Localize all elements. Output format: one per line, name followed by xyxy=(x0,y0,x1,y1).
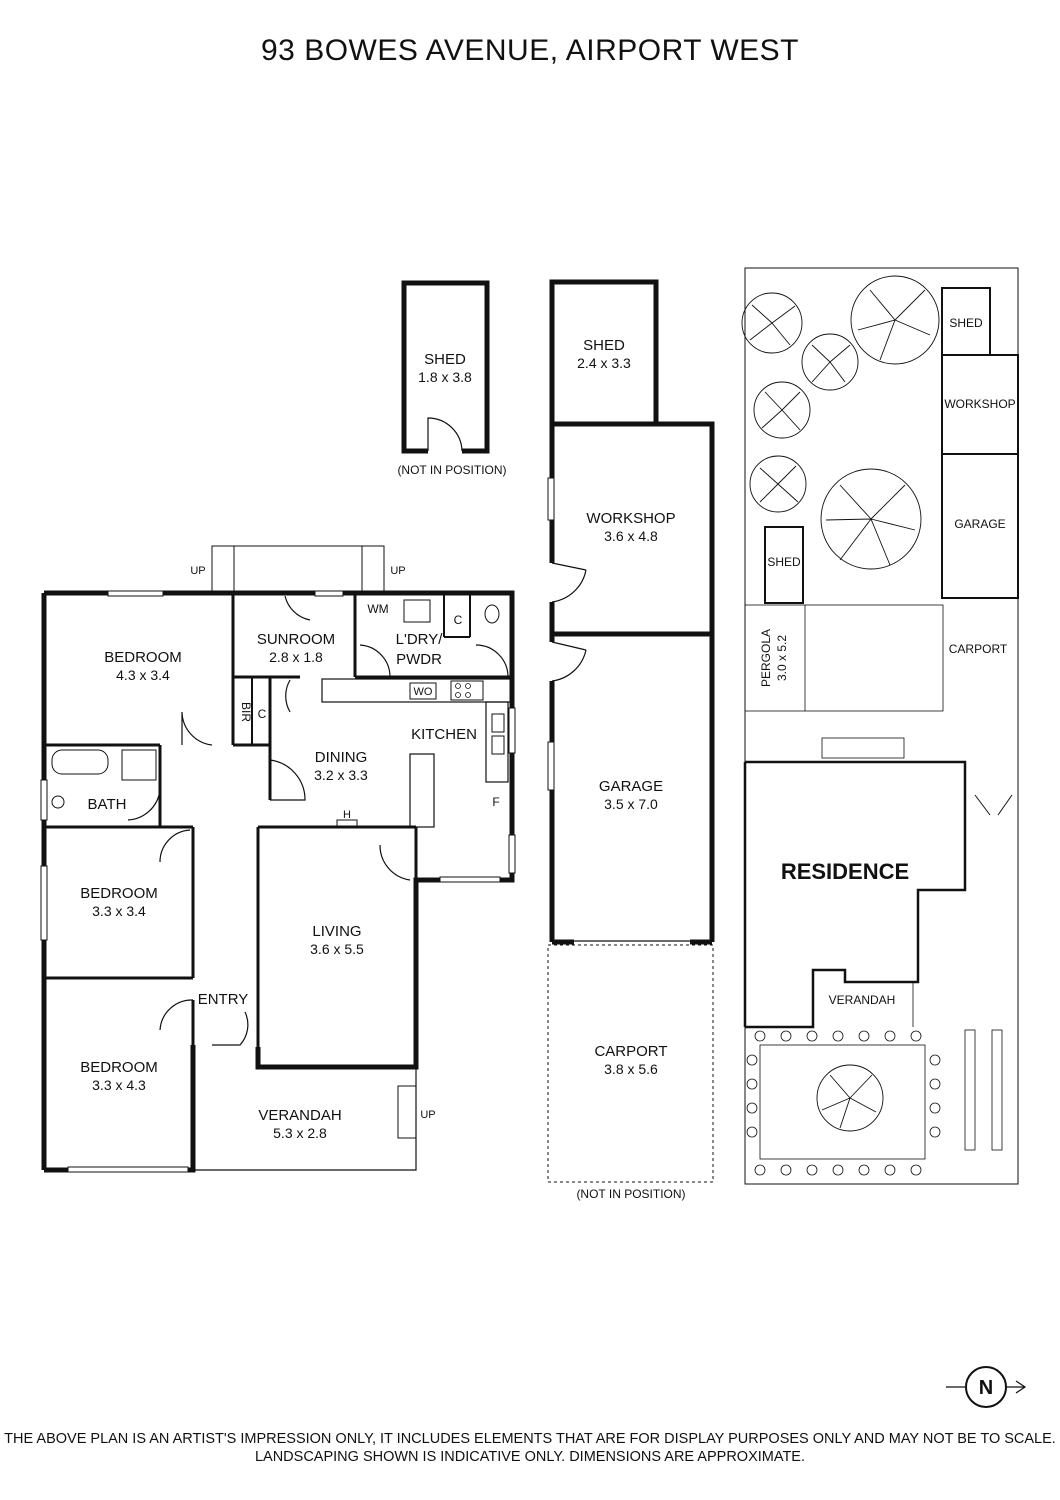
flower-icon xyxy=(858,1164,870,1176)
flower-icon xyxy=(929,1126,941,1138)
landscaping-flowers xyxy=(746,1030,941,1176)
shed-a-label: SHED xyxy=(424,351,466,368)
flower-icon xyxy=(746,1126,758,1138)
disclaimer: THE ABOVE PLAN IS AN ARTIST'S IMPRESSION… xyxy=(0,1430,1060,1466)
shed-a-walls xyxy=(401,280,490,454)
site-shed-label: SHED xyxy=(949,316,983,330)
landscaping-trees xyxy=(741,275,940,1132)
site-carport-label: CARPORT xyxy=(949,642,1008,656)
flower-icon xyxy=(858,1030,870,1042)
cupboard-label-1: C xyxy=(454,613,463,627)
shed-a-dims: 1.8 x 3.8 xyxy=(418,369,472,385)
flower-icon xyxy=(746,1102,758,1114)
site-garage-label: GARAGE xyxy=(954,517,1005,531)
entry-label: ENTRY xyxy=(198,991,249,1008)
wm-label: WM xyxy=(367,602,388,616)
carport-note: (NOT IN POSITION) xyxy=(576,1187,685,1201)
flower-icon xyxy=(832,1030,844,1042)
flower-icon xyxy=(929,1102,941,1114)
verandah-dims: 5.3 x 2.8 xyxy=(273,1125,327,1141)
site-shed2-label: SHED xyxy=(767,555,801,569)
outbuildings-walls xyxy=(547,279,715,1183)
flower-icon xyxy=(754,1030,766,1042)
garage-dims: 3.5 x 7.0 xyxy=(604,796,658,812)
flower-icon xyxy=(929,1078,941,1090)
flower-icon xyxy=(746,1078,758,1090)
flower-icon xyxy=(910,1030,922,1042)
workshop-dims: 3.6 x 4.8 xyxy=(604,528,658,544)
sunroom-label: SUNROOM xyxy=(257,631,335,648)
workshop-label: WORKSHOP xyxy=(586,510,675,527)
flower-icon xyxy=(832,1164,844,1176)
flower-icon xyxy=(884,1164,896,1176)
bedroom1-label: BEDROOM xyxy=(104,649,182,666)
laundry-label: L'DRY/ xyxy=(396,631,444,648)
bath-label: BATH xyxy=(88,796,127,813)
bedroom3-dims: 3.3 x 4.3 xyxy=(92,1077,146,1093)
flower-icon xyxy=(884,1030,896,1042)
carport-label: CARPORT xyxy=(594,1043,667,1060)
flower-icon xyxy=(806,1030,818,1042)
page-title: 93 BOWES AVENUE, AIRPORT WEST xyxy=(261,34,799,67)
bedroom1-dims: 4.3 x 3.4 xyxy=(116,667,170,683)
sunroom-dims: 2.8 x 1.8 xyxy=(269,649,323,665)
disclaimer-line-1: THE ABOVE PLAN IS AN ARTIST'S IMPRESSION… xyxy=(4,1431,1056,1447)
flower-icon xyxy=(910,1164,922,1176)
dining-dims: 3.2 x 3.3 xyxy=(314,767,368,783)
shed-a-note: (NOT IN POSITION) xyxy=(397,463,506,477)
up-label-1: UP xyxy=(190,565,205,577)
bedroom2-label: BEDROOM xyxy=(80,885,158,902)
bedroom2-dims: 3.3 x 3.4 xyxy=(92,903,146,919)
flower-icon xyxy=(806,1164,818,1176)
house-walls xyxy=(40,545,516,1173)
site-pergola-label: PERGOLA xyxy=(759,629,773,687)
north-compass-icon xyxy=(946,1366,1027,1408)
dining-label: DINING xyxy=(315,749,368,766)
living-label: LIVING xyxy=(312,923,361,940)
bir-label: BIR xyxy=(239,702,253,722)
compass-n-label: N xyxy=(979,1377,993,1399)
shed-b-dims: 2.4 x 3.3 xyxy=(577,355,631,371)
flower-icon xyxy=(746,1054,758,1066)
up-label-2: UP xyxy=(390,565,405,577)
garage-label: GARAGE xyxy=(599,778,663,795)
flower-icon xyxy=(780,1164,792,1176)
cupboard-label-2: C xyxy=(258,707,267,721)
bedroom3-label: BEDROOM xyxy=(80,1059,158,1076)
shed-b-label: SHED xyxy=(583,337,625,354)
flower-icon xyxy=(780,1030,792,1042)
laundry-label-2: PWDR xyxy=(396,651,442,668)
site-pergola-dims: 3.0 x 5.2 xyxy=(775,635,789,681)
fridge-label: F xyxy=(492,795,499,809)
site-residence-label: RESIDENCE xyxy=(781,859,909,884)
carport-dims: 3.8 x 5.6 xyxy=(604,1061,658,1077)
wo-label: WO xyxy=(414,686,433,698)
verandah-label: VERANDAH xyxy=(258,1107,341,1124)
heater-label: H xyxy=(343,809,351,821)
flower-icon xyxy=(929,1054,941,1066)
kitchen-label: KITCHEN xyxy=(411,726,477,743)
site-plan-lines xyxy=(743,267,1019,1185)
up-label-3: UP xyxy=(420,1109,435,1121)
site-verandah-label: VERANDAH xyxy=(829,993,896,1007)
site-workshop-label: WORKSHOP xyxy=(944,397,1015,411)
living-dims: 3.6 x 5.5 xyxy=(310,941,364,957)
floor-plan: SHED 1.8 x 3.8 (NOT IN POSITION) SHED 2.… xyxy=(40,267,1027,1408)
flower-icon xyxy=(754,1164,766,1176)
disclaimer-line-2: LANDSCAPING SHOWN IS INDICATIVE ONLY. DI… xyxy=(254,1449,806,1465)
